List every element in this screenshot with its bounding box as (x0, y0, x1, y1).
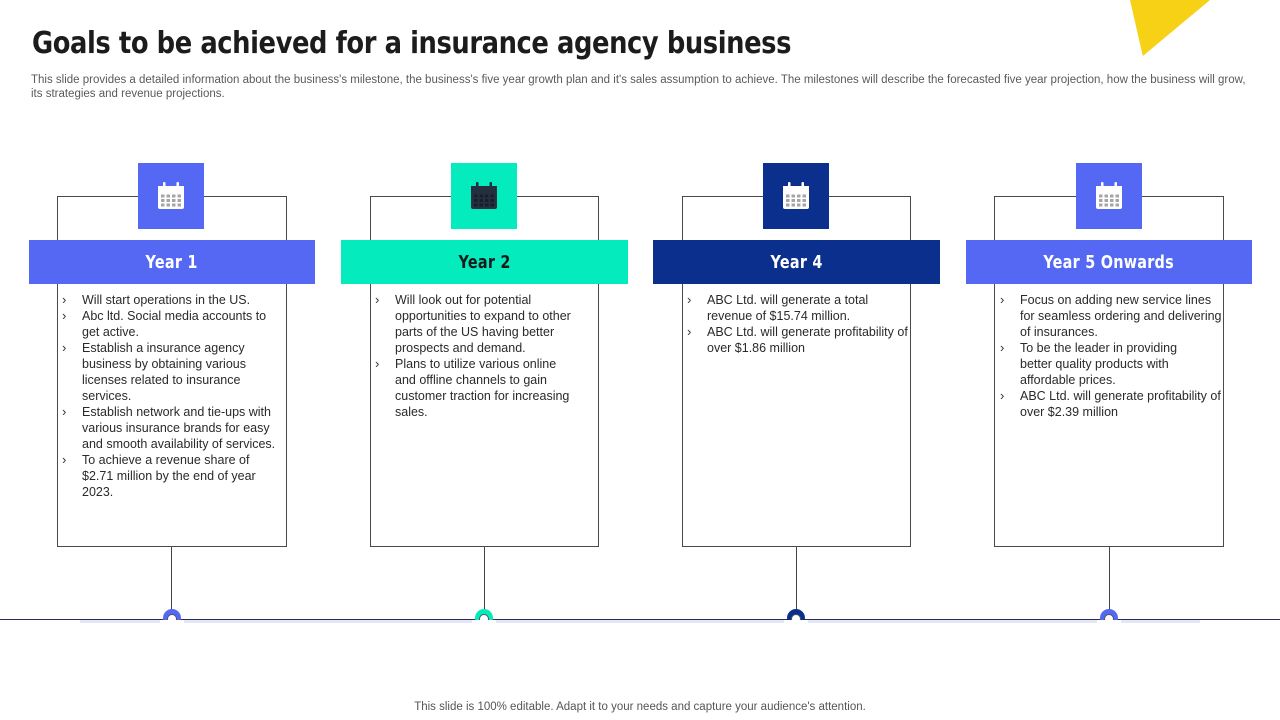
calendar-icon-glyph (471, 182, 497, 209)
year-header: Year 1 (29, 240, 315, 284)
year-label: Year 2 (458, 251, 511, 273)
list-item: To achieve a revenue share of $2.71 mill… (62, 452, 286, 500)
calendar-icon (451, 163, 517, 229)
year-header: Year 2 (341, 240, 628, 284)
list-item: ABC Ltd. will generate a total revenue o… (687, 292, 909, 324)
calendar-icon-glyph (158, 182, 184, 209)
timeline-connector (1109, 547, 1110, 617)
timeline-line (0, 619, 1280, 620)
list-item: Establish a insurance agency business by… (62, 340, 286, 404)
list-item: ABC Ltd. will generate profitability of … (687, 324, 909, 356)
calendar-icon-glyph (783, 182, 809, 209)
year-label: Year 1 (145, 251, 199, 273)
milestone-bullet-list: Focus on adding new service lines for se… (1000, 292, 1222, 420)
milestone-bullet-list: ABC Ltd. will generate a total revenue o… (687, 292, 909, 356)
year-header: Year 4 (653, 240, 940, 284)
milestone-bullet-list: Will start operations in the US. Abc ltd… (62, 292, 286, 500)
list-item: ABC Ltd. will generate profitability of … (1000, 388, 1222, 420)
slide-subtitle: This slide provides a detailed informati… (31, 74, 1246, 100)
list-item: Plans to utilize various online and offl… (375, 356, 597, 420)
year-label: Year 4 (770, 251, 823, 273)
list-item: To be the leader in providing better qua… (1000, 340, 1222, 388)
list-item: Establish network and tie-ups with vario… (62, 404, 286, 452)
calendar-icon (138, 163, 204, 229)
footer-note: This slide is 100% editable. Adapt it to… (414, 701, 866, 713)
list-item: Abc ltd. Social media accounts to get ac… (62, 308, 286, 340)
list-item: Will start operations in the US. (62, 292, 286, 308)
timeline-connector (171, 547, 172, 617)
list-item: Will look out for potential opportunitie… (375, 292, 597, 356)
corner-accent-shape (1130, 0, 1210, 56)
calendar-icon (1076, 163, 1142, 229)
list-item: Focus on adding new service lines for se… (1000, 292, 1222, 340)
timeline-shadow (80, 620, 1200, 623)
year-label: Year 5 Onwards (1043, 251, 1175, 273)
year-header: Year 5 Onwards (966, 240, 1252, 284)
milestone-bullet-list: Will look out for potential opportunitie… (375, 292, 597, 420)
calendar-icon-glyph (1096, 182, 1122, 209)
timeline-connector (796, 547, 797, 617)
timeline-connector (484, 547, 485, 617)
slide-title: Goals to be achieved for a insurance age… (32, 26, 792, 61)
calendar-icon (763, 163, 829, 229)
